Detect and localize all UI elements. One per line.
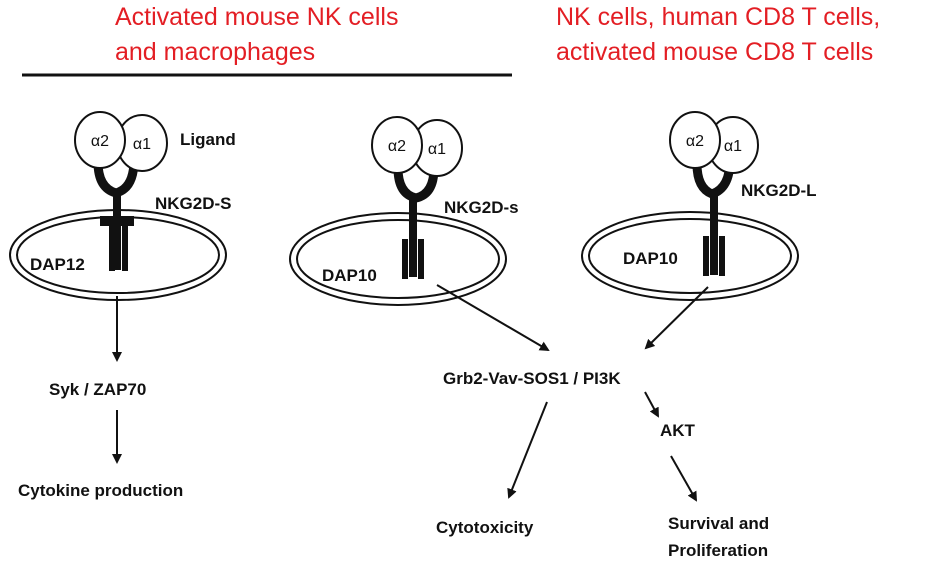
nkg2d-S-label: NKG2D-S	[155, 194, 232, 213]
adaptor-leg-right	[122, 224, 128, 271]
adaptor-leg-right	[719, 236, 725, 276]
receptor-nkg2d-S: α2 α1	[9, 111, 227, 301]
receptor-transmembrane	[409, 197, 417, 277]
dap10-mid-label: DAP10	[322, 266, 377, 285]
cytotoxicity-label: Cytotoxicity	[436, 518, 534, 537]
header-right-line2: activated mouse CD8 T cells	[556, 38, 873, 66]
header-left-line2: and macrophages	[115, 38, 315, 66]
adaptor-leg-left	[703, 236, 709, 276]
alpha2-domain	[669, 111, 721, 169]
alpha1-label: α1	[133, 136, 151, 153]
adaptor-crossbar	[100, 216, 134, 226]
arrow-to-cytotoxicity	[507, 401, 548, 499]
adaptor-leg-left	[402, 239, 408, 279]
cell-membrane-inner	[588, 218, 792, 294]
grb2-vav-sos1-pi3k-label: Grb2-Vav-SOS1 / PI3K	[443, 369, 621, 388]
arrow-akt-to-survival	[670, 455, 697, 502]
arrow-to-akt	[644, 391, 659, 418]
ligand-label: Ligand	[180, 130, 236, 149]
receptor-transmembrane	[113, 192, 121, 270]
dap10-right-label: DAP10	[623, 249, 678, 268]
nkg2d-L-label: NKG2D-L	[741, 181, 817, 200]
alpha1-label: α1	[724, 138, 742, 155]
akt-label: AKT	[660, 421, 696, 440]
dap12-label: DAP12	[30, 255, 85, 274]
alpha1-label: α1	[428, 141, 446, 158]
syk-zap70-label: Syk / ZAP70	[49, 380, 146, 399]
nkg2d-s-label: NKG2D-s	[444, 198, 519, 217]
adaptor-leg-right	[418, 239, 424, 279]
survival-label-line2: Proliferation	[668, 541, 768, 560]
cytokine-production-label: Cytokine production	[18, 481, 183, 500]
receptor-nkg2d-L: α2 α1	[581, 111, 799, 301]
arrow-dap10-mid-to-grb2	[436, 284, 550, 352]
receptor-transmembrane	[710, 193, 718, 275]
cell-membrane-inner	[296, 219, 500, 299]
adaptor-leg-left	[109, 224, 115, 271]
alpha2-label: α2	[91, 133, 109, 150]
arrow-dap10-right-to-grb2	[644, 286, 709, 350]
alpha2-domain	[74, 111, 126, 169]
alpha2-label: α2	[686, 133, 704, 150]
receptor-nkg2d-s: α2 α1	[289, 116, 507, 306]
alpha2-label: α2	[388, 138, 406, 155]
alpha2-domain	[371, 116, 423, 174]
header-right-line1: NK cells, human CD8 T cells,	[556, 3, 880, 31]
survival-label-line1: Survival and	[668, 514, 769, 533]
header-left-line1: Activated mouse NK cells	[115, 3, 398, 31]
